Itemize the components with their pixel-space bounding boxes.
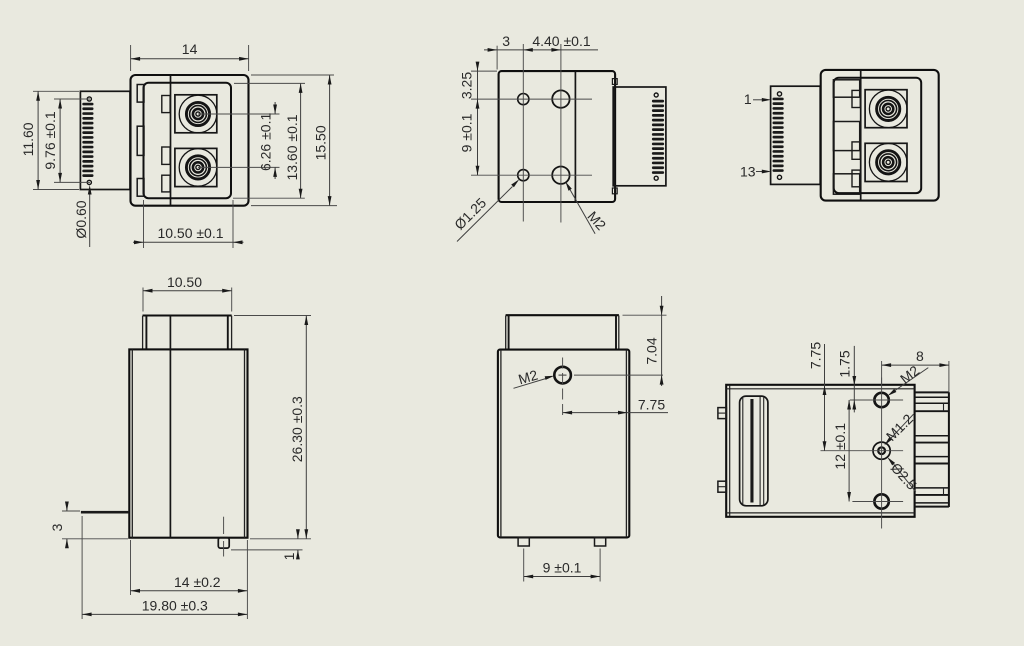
svg-text:7.75: 7.75 [638,397,665,413]
svg-text:3.25: 3.25 [459,72,475,99]
svg-text:Ø0.60: Ø0.60 [73,200,89,238]
svg-text:9.76 ±0.1: 9.76 ±0.1 [42,111,58,169]
svg-text:26.30 ±0.3: 26.30 ±0.3 [289,396,305,462]
svg-text:6.26 ±0.1: 6.26 ±0.1 [258,113,274,171]
svg-text:13: 13 [740,163,756,179]
svg-text:15.50: 15.50 [313,125,329,160]
svg-text:10.50: 10.50 [167,274,202,290]
svg-text:14: 14 [182,41,198,57]
svg-text:4.40 ±0.1: 4.40 ±0.1 [532,33,590,49]
svg-text:19.80 ±0.3: 19.80 ±0.3 [142,598,208,614]
svg-text:1: 1 [744,91,752,107]
svg-text:13.60 ±0.1: 13.60 ±0.1 [284,114,300,180]
svg-text:7.04: 7.04 [644,337,660,364]
svg-text:12 ±0.1: 12 ±0.1 [832,423,848,470]
svg-text:M2: M2 [516,367,539,388]
svg-text:3: 3 [49,523,65,531]
svg-text:9 ±0.1: 9 ±0.1 [459,113,475,152]
svg-text:10.50 ±0.1: 10.50 ±0.1 [157,225,223,241]
svg-text:14 ±0.2: 14 ±0.2 [174,574,221,590]
svg-text:7.75: 7.75 [807,342,823,369]
svg-text:1.75: 1.75 [836,350,852,377]
svg-text:11.60: 11.60 [20,122,36,156]
svg-text:8: 8 [916,348,924,364]
svg-text:9 ±0.1: 9 ±0.1 [543,560,582,576]
svg-text:1: 1 [281,552,297,560]
svg-text:3: 3 [502,33,510,49]
